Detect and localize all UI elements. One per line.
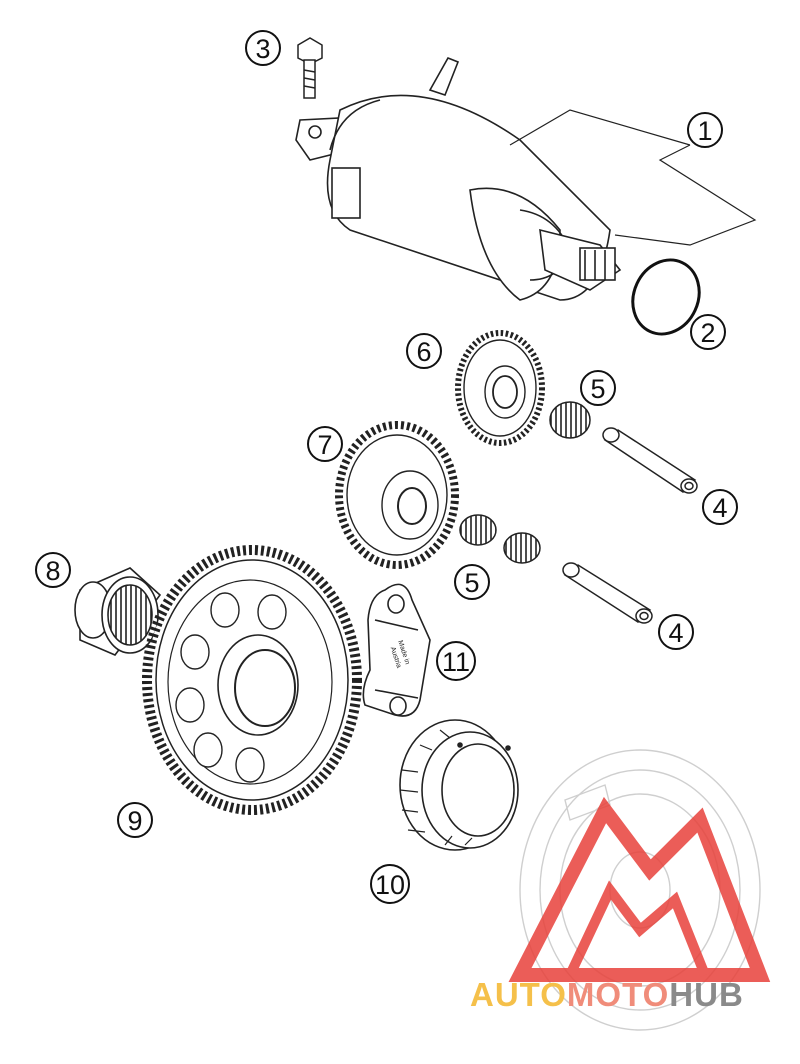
callout-2-label: 2: [700, 318, 715, 348]
needle-bearing-upper: [549, 401, 591, 439]
callout-4-lower-label: 4: [668, 618, 683, 648]
callout-10: 10: [370, 864, 410, 904]
o-ring: [631, 258, 701, 336]
callout-6: 6: [406, 333, 442, 369]
callout-7: 7: [307, 426, 343, 462]
callout-8-label: 8: [45, 556, 60, 586]
callout-9: 9: [117, 802, 153, 838]
watermark-part-moto: MOTO: [566, 976, 670, 1013]
callout-leader-1: [509, 109, 757, 246]
callout-4-upper: 4: [702, 489, 738, 525]
callout-11: 11: [436, 641, 476, 681]
watermark-logo-icon: [508, 796, 771, 982]
needle-bushing: [74, 567, 162, 656]
sprag-clutch-bracket: Made in Austria: [362, 583, 431, 717]
needle-bearing-lower-right: [503, 532, 541, 564]
callout-8: 8: [35, 552, 71, 588]
watermark-text: AUTOMOTOHUB: [470, 976, 800, 1016]
callout-5-lower: 5: [454, 564, 490, 600]
callout-3: 3: [245, 30, 281, 66]
callout-9-label: 9: [127, 806, 142, 836]
bolt: [297, 37, 323, 99]
callout-5-upper-label: 5: [590, 374, 605, 404]
watermark-part-auto: AUTO: [470, 976, 567, 1013]
callout-11-label: 11: [442, 647, 470, 677]
intermediate-gear-small: [455, 330, 545, 446]
gear-shaft-upper: [602, 427, 698, 494]
callout-10-label: 10: [375, 870, 405, 900]
starter-ring-gear: [142, 545, 362, 815]
freewheel-ring: [399, 719, 519, 851]
callout-1: 1: [687, 112, 723, 148]
gear-shaft-lower: [562, 562, 653, 624]
callout-6-label: 6: [416, 337, 431, 367]
callout-3-label: 3: [255, 34, 270, 64]
needle-bearing-lower-left: [459, 514, 497, 546]
callout-5-upper: 5: [580, 370, 616, 406]
callout-7-label: 7: [317, 430, 332, 460]
starter-motor: [295, 56, 622, 301]
callout-4-upper-label: 4: [712, 493, 727, 523]
callout-5-lower-label: 5: [464, 568, 479, 598]
callouts: 1 2 3 4 4 5 5 6 7 8 9 10 11: [35, 30, 738, 904]
callout-2: 2: [690, 314, 726, 350]
callout-4-lower: 4: [658, 614, 694, 650]
callout-1-label: 1: [697, 116, 712, 146]
intermediate-gear-large: [335, 421, 459, 569]
watermark-part-hub: HUB: [669, 976, 744, 1013]
